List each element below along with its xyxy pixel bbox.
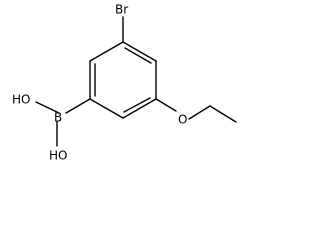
bond-ch2-ch3	[209, 105, 237, 123]
atom-label-o: O	[178, 113, 187, 127]
benzene-ring	[89, 41, 157, 119]
bond-b-oh-upper	[35, 101, 60, 114]
ring-bond	[89, 41, 124, 62]
ring-bond	[122, 41, 157, 62]
bond-c-o	[155, 98, 177, 112]
ring-bond	[122, 98, 157, 119]
ring-double-bond	[124, 47, 152, 64]
ring-bond	[89, 98, 124, 119]
bond-o-ch2	[188, 105, 211, 120]
ring-double-bond	[123, 97, 151, 113]
atom-label-b: B	[54, 111, 62, 125]
atom-label-ho-upper: HO	[12, 93, 30, 107]
atom-label-ho-lower: HO	[49, 149, 67, 163]
bond-c-b	[65, 98, 91, 114]
chemical-structure: Br B HO HO O	[12, 3, 237, 163]
atom-label-br: Br	[115, 3, 128, 17]
